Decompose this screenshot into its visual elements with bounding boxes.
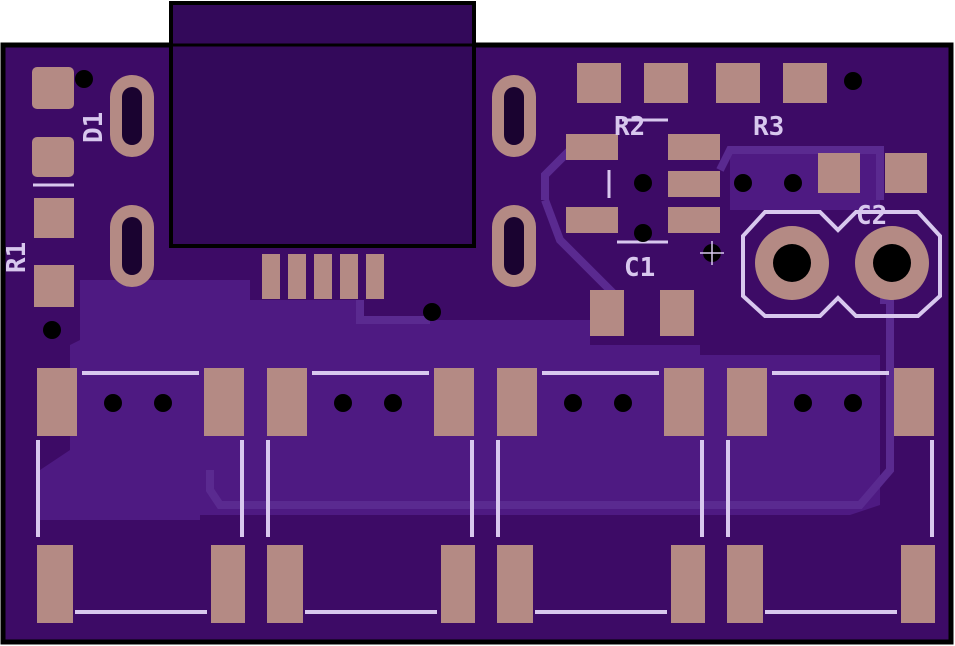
label-r1: R1 xyxy=(2,242,32,273)
smd-pad xyxy=(32,137,74,177)
drill-hole xyxy=(154,394,172,412)
label-r2: R2 xyxy=(614,112,645,142)
via-crosshair xyxy=(700,241,724,265)
drill-hole xyxy=(844,394,862,412)
smd-pad xyxy=(590,290,624,336)
drill-hole xyxy=(423,303,441,321)
vias xyxy=(43,70,862,339)
label-c1: C1 xyxy=(624,253,655,283)
smd-pad xyxy=(314,254,332,299)
smd-pad xyxy=(783,63,827,103)
label-r3: R3 xyxy=(753,112,784,142)
c2-footprint xyxy=(741,210,942,318)
smd-pad xyxy=(664,368,704,436)
smd-pad xyxy=(566,207,618,233)
smd-pad xyxy=(204,368,244,436)
smd-pad xyxy=(340,254,358,299)
usb-connector-icon xyxy=(169,1,476,248)
smd-pad xyxy=(262,254,280,299)
smd-pad xyxy=(32,67,74,109)
mounting-slots xyxy=(110,75,536,287)
smd-pad xyxy=(716,63,760,103)
smd-pad xyxy=(441,545,475,623)
smd-pad xyxy=(366,254,384,299)
drill-hole xyxy=(43,321,61,339)
smd-pad xyxy=(818,153,860,193)
drill-hole xyxy=(122,87,142,145)
smd-pad xyxy=(668,207,720,233)
traces xyxy=(206,146,894,509)
drill-hole xyxy=(794,394,812,412)
smd-pad xyxy=(497,368,537,436)
drill-hole xyxy=(873,244,911,282)
smd-pad xyxy=(577,63,621,103)
drill-hole xyxy=(784,174,802,192)
drill-hole xyxy=(634,174,652,192)
drill-hole xyxy=(504,87,524,145)
drill-hole xyxy=(384,394,402,412)
drill-hole xyxy=(334,394,352,412)
usb-connector-module xyxy=(169,1,476,299)
label-c2: C2 xyxy=(856,201,887,231)
smd-pad xyxy=(267,545,303,623)
switch-row xyxy=(36,368,935,623)
drill-hole xyxy=(734,174,752,192)
smd-pad xyxy=(894,368,934,436)
r2-r3-pads xyxy=(577,63,827,103)
smd-pad xyxy=(211,545,245,623)
smd-pad xyxy=(37,368,77,436)
drill-hole xyxy=(614,394,632,412)
smd-pad xyxy=(901,545,935,623)
smd-pad xyxy=(644,63,688,103)
smd-pad xyxy=(727,545,763,623)
smd-pad xyxy=(566,134,618,160)
smd-pad xyxy=(497,545,533,623)
drill-hole xyxy=(122,217,142,275)
drill-hole xyxy=(773,244,811,282)
smd-pad xyxy=(37,545,73,623)
smd-pad xyxy=(34,265,74,307)
drill-hole xyxy=(75,70,93,88)
silkscreen-labels: D1 R1 R2 R3 C1 C2 xyxy=(2,112,887,283)
smd-pad xyxy=(668,134,720,160)
label-d1: D1 xyxy=(79,112,109,143)
smd-pad xyxy=(267,368,307,436)
smd-pad xyxy=(434,368,474,436)
smd-pad xyxy=(885,153,927,193)
smd-pad xyxy=(34,198,74,238)
ic-pads xyxy=(566,134,927,336)
drill-hole xyxy=(634,224,652,242)
smd-pad xyxy=(668,171,720,197)
drill-hole xyxy=(504,217,524,275)
d1-r1-pads xyxy=(32,67,74,307)
smd-pad xyxy=(288,254,306,299)
smd-pad xyxy=(671,545,705,623)
drill-hole xyxy=(104,394,122,412)
smd-pad xyxy=(660,290,694,336)
drill-hole xyxy=(564,394,582,412)
drill-hole xyxy=(844,72,862,90)
smd-pad xyxy=(727,368,767,436)
